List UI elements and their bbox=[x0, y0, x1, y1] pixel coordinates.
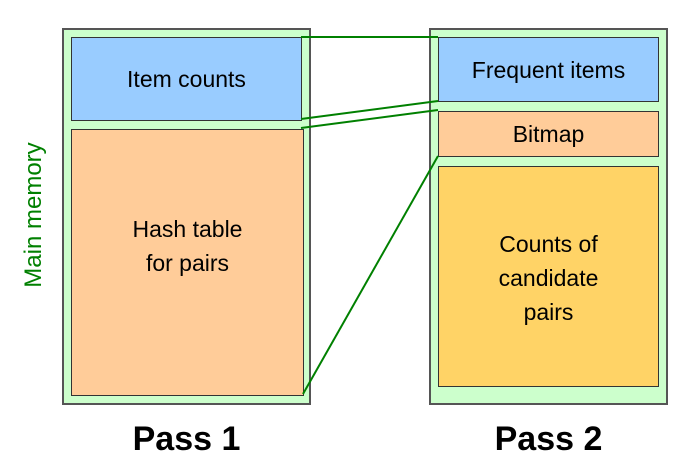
item-counts-label: Item counts bbox=[127, 66, 246, 92]
main-memory-label: Main memory bbox=[20, 142, 47, 288]
hash-table-block: Hash table for pairs bbox=[71, 129, 304, 396]
frequent-items-block: Frequent items bbox=[438, 37, 659, 102]
candidate-pair-counts-block: Counts of candidate pairs bbox=[438, 166, 659, 387]
connector-hash-table-top bbox=[300, 109, 439, 129]
pass1-label: Pass 1 bbox=[132, 420, 241, 458]
item-counts-block: Item counts bbox=[71, 37, 302, 121]
frequent-items-label: Frequent items bbox=[471, 56, 626, 83]
connector-hash-table-bottom bbox=[302, 155, 439, 395]
hash-table-label: Hash table for pairs bbox=[132, 216, 243, 276]
connector-item-counts-bottom bbox=[300, 100, 439, 120]
bitmap-block: Bitmap bbox=[438, 111, 659, 157]
pass2-label: Pass 2 bbox=[494, 420, 603, 458]
bitmap-label: Bitmap bbox=[512, 121, 585, 147]
candidate-pair-counts-label: Counts of candidate pairs bbox=[498, 231, 599, 325]
